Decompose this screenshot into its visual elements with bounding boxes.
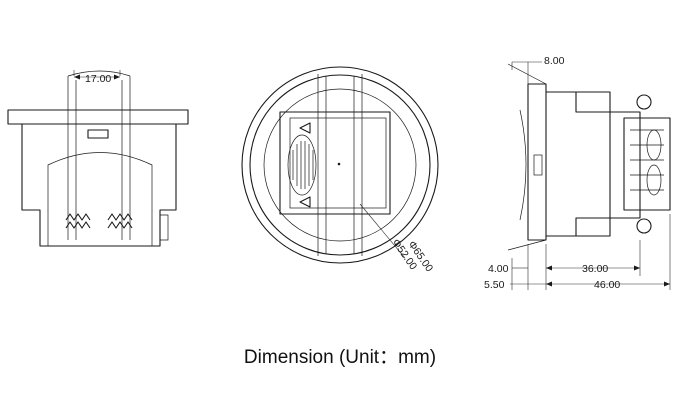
lens-ring xyxy=(263,88,417,242)
sensor-board xyxy=(279,111,391,215)
terminal-block xyxy=(623,117,671,211)
side-tab xyxy=(160,214,169,241)
rear-housing xyxy=(546,91,611,237)
spring-wire-bottom xyxy=(507,239,547,251)
dim-label-17: 17.00 xyxy=(85,73,111,85)
terminal-screw-b xyxy=(646,164,662,196)
top-view-middle: Φ65.00 Φ52.00 xyxy=(241,66,439,274)
side-view-right: 8.00 4.00 5.50 36.00 46.00 xyxy=(484,55,671,291)
dim-label-5-5: 5.50 xyxy=(484,279,505,291)
dim-width-17 xyxy=(73,70,121,80)
dim-label-4: 4.00 xyxy=(488,263,509,275)
mount-clips xyxy=(317,74,363,256)
inner-ring xyxy=(249,74,431,256)
mount-hook-bottom xyxy=(636,218,652,234)
terminal-screw-a xyxy=(646,129,662,161)
outer-ring xyxy=(241,66,439,264)
sound-grille xyxy=(287,134,317,196)
caption-dimension-unit: Dimension (Unit：mm) xyxy=(243,347,437,368)
spring-wire-top xyxy=(507,63,547,85)
center-dot xyxy=(337,162,341,166)
dim-label-46: 46.00 xyxy=(594,279,620,291)
dome-outline xyxy=(47,152,153,246)
rear-housing-step xyxy=(575,92,641,236)
dim-top-8 xyxy=(511,61,542,84)
dim-bottom-lines xyxy=(510,214,671,290)
lens-curve xyxy=(519,109,527,221)
housing-body xyxy=(21,124,177,247)
spring-clip-wires xyxy=(67,76,131,240)
mount-hook-top xyxy=(636,94,652,110)
front-lens xyxy=(527,83,547,241)
dim-label-36: 36.00 xyxy=(582,263,608,275)
spring-coil-right xyxy=(107,213,133,229)
side-latch xyxy=(533,154,543,176)
arrow-marker-bottom xyxy=(299,196,311,208)
arrow-marker-top xyxy=(299,122,311,134)
side-view-left: 17.00 xyxy=(7,70,189,247)
spring-coil-left xyxy=(65,213,91,229)
center-window xyxy=(87,129,109,139)
flange-plate xyxy=(7,109,189,125)
board-inner xyxy=(289,117,387,209)
dim-label-8: 8.00 xyxy=(544,55,565,67)
diameter-leader xyxy=(359,203,406,259)
